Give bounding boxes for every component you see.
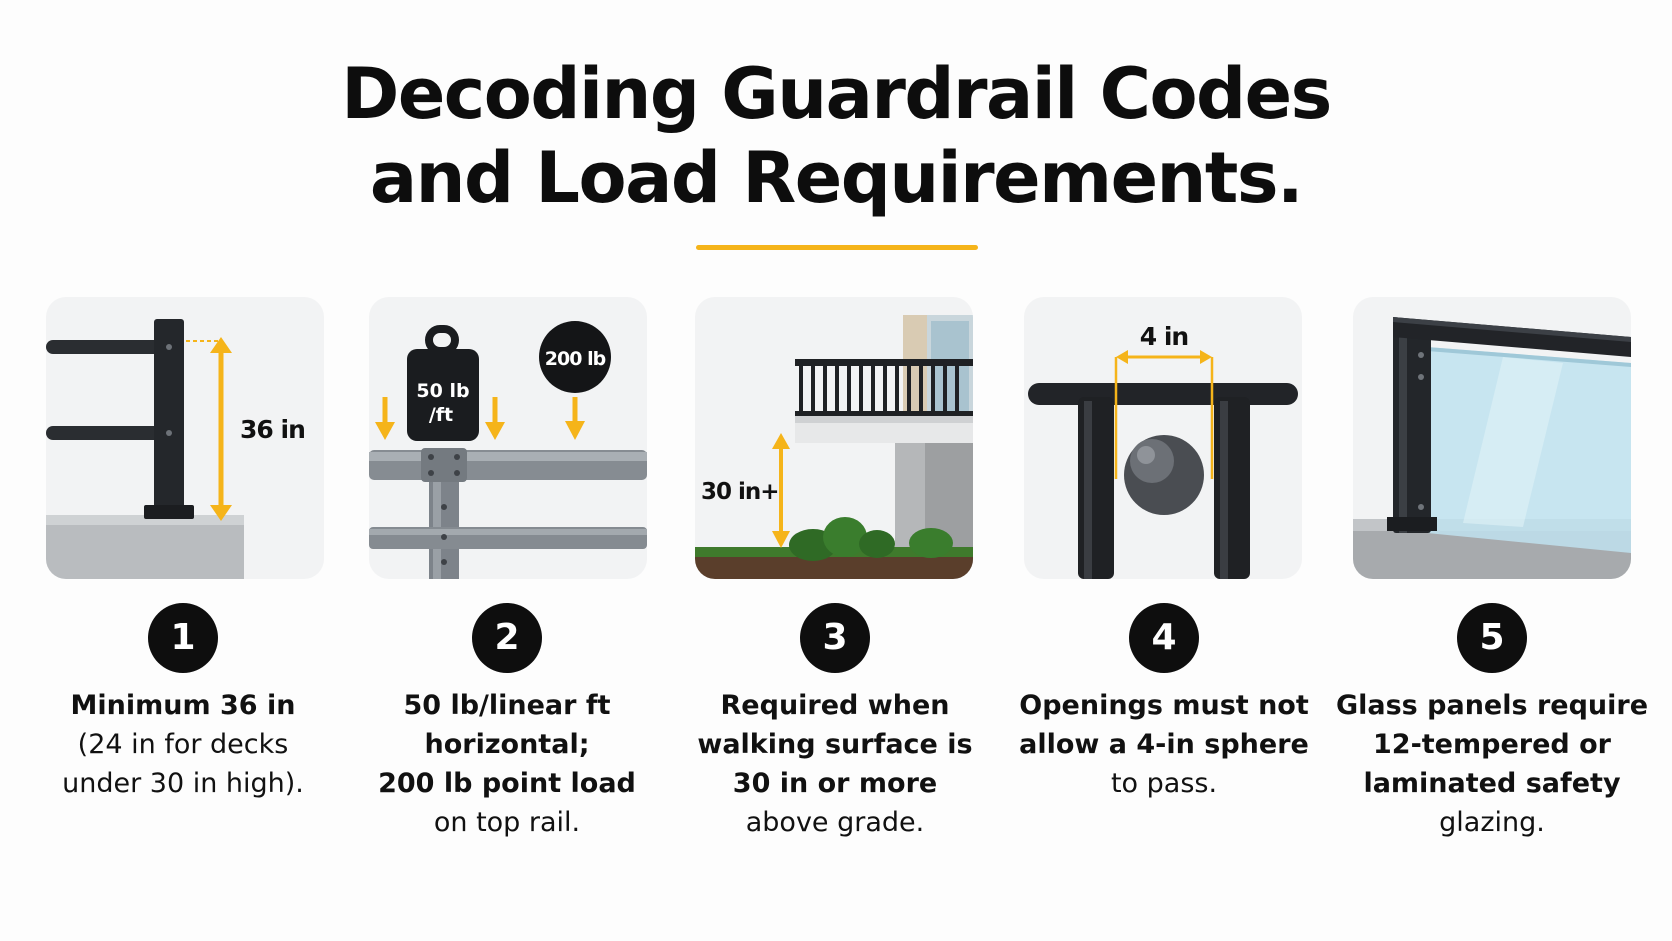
grade-height-label: 30 in+ <box>701 479 779 505</box>
card-load-requirements: 50 lb /ft 200 lb <box>369 297 647 579</box>
caption-4-line-2: allow a 4-in sphere <box>1019 729 1309 760</box>
caption-1-line-3: under 30 in high). <box>62 768 304 799</box>
caption-3-line-3: 30 in or more <box>732 768 938 799</box>
distributed-load-label-line1: 50 lb <box>416 380 469 402</box>
step-number-5: 5 <box>1457 603 1527 673</box>
page-title: Decoding Guardrail Codes and Load Requir… <box>0 52 1672 220</box>
height-label: 36 in <box>240 415 305 444</box>
caption-5-line-2: 12-tempered or <box>1373 729 1611 760</box>
load-test-illustration: 50 lb /ft 200 lb <box>369 321 647 579</box>
caption-2-line-3: 200 lb point load <box>378 768 636 799</box>
caption-5-line-1: Glass panels require <box>1335 690 1649 721</box>
caption-1: Minimum 36 in (24 in for decks under 30 … <box>18 686 348 803</box>
caption-4-line-3: to pass. <box>1110 768 1218 799</box>
title-underline <box>696 245 978 250</box>
caption-4-line-1: Openings must not <box>1019 690 1309 721</box>
caption-3: Required when walking surface is 30 in o… <box>670 686 1000 842</box>
distributed-load-label-line2: /ft <box>429 404 453 426</box>
card-glass-panel-glazing <box>1353 297 1631 579</box>
step-number-2: 2 <box>472 603 542 673</box>
card-opening-sphere-rule: 4 in <box>1024 297 1302 579</box>
title-line-2: and Load Requirements. <box>369 137 1304 219</box>
caption-1-line-2: (24 in for decks <box>77 729 289 760</box>
glass-panel-illustration <box>1353 317 1631 579</box>
caption-4: Openings must not allow a 4-in sphere to… <box>999 686 1329 803</box>
point-load-label: 200 lb <box>545 348 606 370</box>
caption-1-line-1: Minimum 36 in <box>70 690 296 721</box>
caption-3-line-4: above grade. <box>745 807 925 838</box>
step-number-3: 3 <box>800 603 870 673</box>
card-required-height-above-grade: 30 in+ <box>695 297 973 579</box>
sphere-opening-illustration: 4 in <box>1028 322 1298 579</box>
caption-2-line-1: 50 lb/linear ft <box>403 690 611 721</box>
caption-2-line-2: horizontal; <box>424 729 590 760</box>
guardrail-height-illustration: 36 in <box>46 319 306 579</box>
title-line-1: Decoding Guardrail Codes <box>341 53 1332 135</box>
opening-width-label: 4 in <box>1140 322 1188 351</box>
caption-2-line-4: on top rail. <box>433 807 581 838</box>
card-minimum-height: 36 in <box>46 297 324 579</box>
step-number-1: 1 <box>148 603 218 673</box>
step-number-4: 4 <box>1129 603 1199 673</box>
caption-5-line-4: glazing. <box>1439 807 1545 838</box>
caption-3-line-2: walking surface is <box>697 729 973 760</box>
caption-5: Glass panels require 12-tempered or lami… <box>1327 686 1657 842</box>
caption-5-line-3: laminated safety <box>1363 768 1621 799</box>
caption-3-line-1: Required when <box>720 690 950 721</box>
balcony-grade-illustration: 30 in+ <box>695 315 973 579</box>
caption-2: 50 lb/linear ft horizontal; 200 lb point… <box>342 686 672 842</box>
